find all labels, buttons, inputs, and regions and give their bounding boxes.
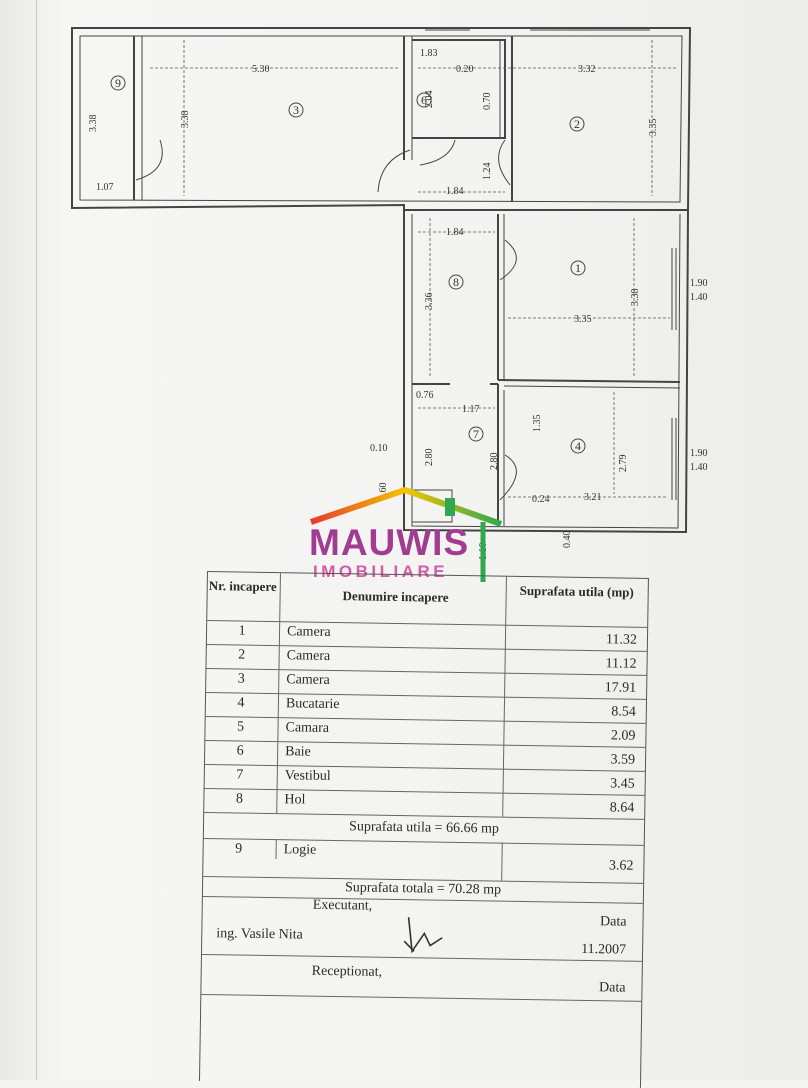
dim-r2-width: 3.32 [578, 64, 596, 75]
dim-r7-height-1: 2.80 [424, 449, 435, 467]
dim-r2-height: 3.35 [648, 119, 659, 137]
dim-r4-bottom: 0.40 [562, 531, 573, 549]
dim-r7-width: 1.17 [462, 404, 480, 415]
logo-subtitle: IMOBILIARE [313, 562, 449, 581]
dim-corridor-1: 1.84 [446, 186, 464, 197]
door-9 [135, 139, 163, 181]
floor-plan: 9 3 6 2 8 1 7 4 5.30 3.38 3.38 1.07 1.83… [71, 27, 708, 560]
door-1 [499, 239, 517, 281]
wall-lower-outline [403, 209, 689, 534]
dim-r9-height: 3.38 [88, 115, 99, 133]
header-nr: Nr. incapere [208, 578, 277, 595]
dim-r6-top: 1.83 [420, 48, 438, 59]
mauwis-logo: MAUWIS IMOBILIARE [305, 486, 510, 596]
room-number-2: 2 [574, 117, 580, 131]
dim-r4-height: 2.79 [618, 455, 629, 473]
dim-hall-vertical: 1.24 [482, 163, 493, 181]
dim-r6-height: 2.04 [424, 91, 435, 109]
room-number-8: 8 [453, 275, 459, 289]
dim-r9-bottom: 1.07 [96, 182, 114, 193]
dim-window-2-bottom: 1.40 [690, 462, 708, 473]
wall-upper-outline [71, 27, 692, 211]
dim-r3-height: 3.38 [180, 111, 191, 129]
dim-r4-width: 3.21 [584, 492, 602, 503]
dim-r7-height-2: 2.80 [489, 453, 500, 471]
dim-r8-height: 3.36 [424, 293, 435, 311]
header-name: Denumire incapere [342, 588, 449, 605]
dim-r1-height: 3.38 [630, 289, 641, 307]
room-number-9: 9 [115, 76, 121, 90]
executant-date: 11.2007 [580, 941, 627, 958]
paper-fold [36, 0, 37, 1080]
room-number-3: 3 [293, 103, 299, 117]
receptionat-data-label: Data [598, 980, 626, 996]
dim-corridor-2: 1.84 [446, 227, 464, 238]
dim-r7-offset: 0.10 [370, 443, 388, 454]
dim-r4-offset: 0.24 [532, 494, 550, 505]
door-4 [499, 454, 517, 501]
door-3 [377, 149, 411, 193]
receptionat-row: Receptionat, Data [201, 953, 642, 1002]
executant-row: Executant, Data ing. Vasile Nita 11.2007 [201, 895, 643, 962]
wall-upper-inner [79, 35, 683, 203]
dim-r7-small: 0.60 [378, 483, 389, 501]
dim-r6-door: 0.70 [482, 93, 493, 111]
dim-r3-width: 5.30 [252, 64, 270, 75]
dim-r4-top: 1.35 [532, 415, 543, 433]
signature-icon [403, 917, 443, 954]
dim-window-1-top: 1.90 [690, 278, 708, 289]
table-header: Nr. incapere Denumire incapere Suprafata… [207, 572, 648, 628]
room-table: Nr. incapere Denumire incapere Suprafata… [198, 571, 649, 1088]
room-number-1: 1 [575, 261, 581, 275]
wall-bath [412, 39, 506, 139]
executant-name: ing. Vasile Nita [216, 926, 303, 943]
dim-window-2-top: 1.90 [690, 448, 708, 459]
room-number-4: 4 [575, 439, 581, 453]
dim-r1-width: 3.35 [574, 314, 592, 325]
dim-window-1-bottom: 1.40 [690, 292, 708, 303]
header-area: Suprafata utila (mp) [519, 582, 634, 600]
room-number-7: 7 [473, 427, 479, 441]
house-roof-icon [309, 487, 503, 590]
dim-r7-left: 0.76 [416, 390, 434, 401]
wall-1-4 [497, 379, 681, 383]
receptionat-label: Receptionat, [311, 963, 383, 980]
door-2 [498, 139, 511, 186]
door-6 [419, 139, 456, 166]
logo-name: MAUWIS [309, 522, 470, 563]
dim-r6-offset: 0.20 [456, 64, 474, 75]
room-number-6: 6 [421, 93, 427, 107]
executant-label: Executant, [312, 897, 373, 914]
